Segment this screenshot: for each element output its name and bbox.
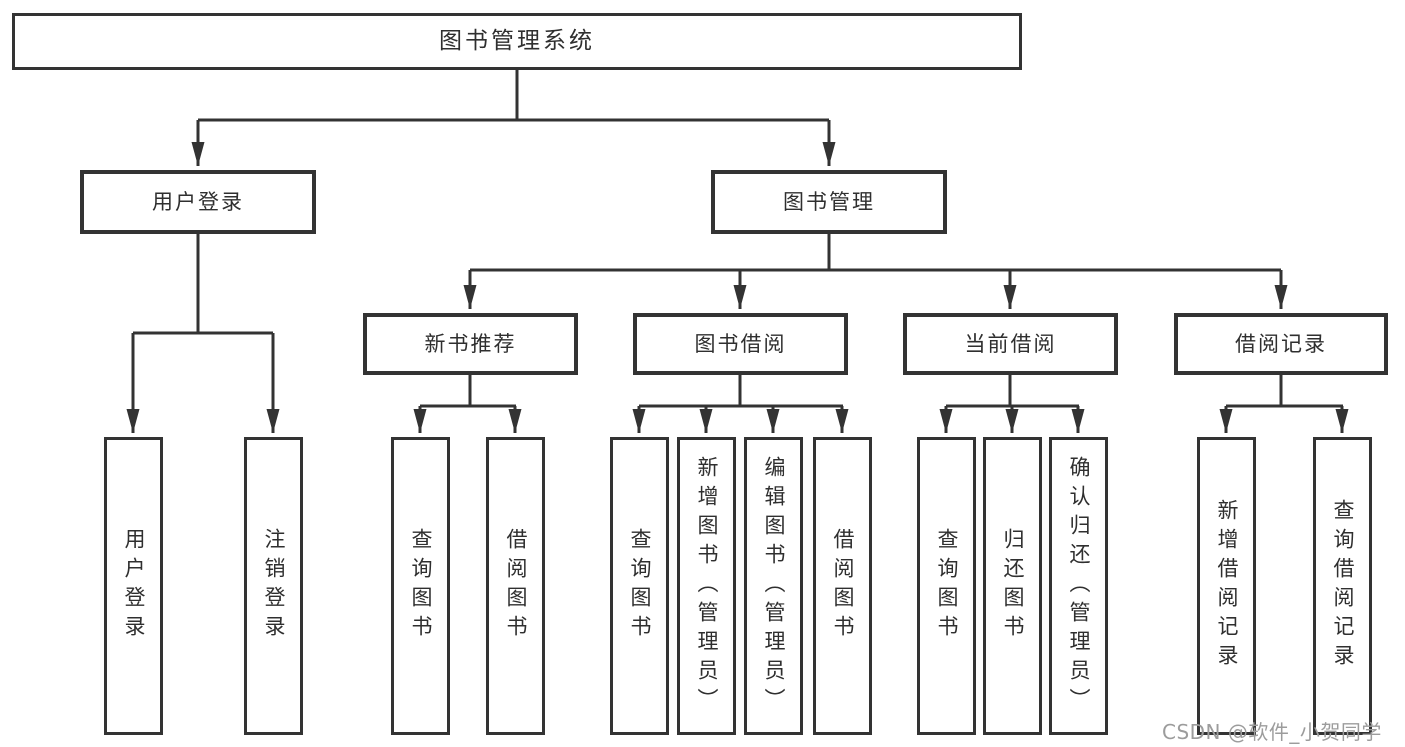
arrow-drops (126, 120, 1349, 433)
leaf-records-query-record: 查询借阅记录 (1313, 437, 1372, 735)
node-root-system: 图书管理系统 (12, 13, 1022, 70)
watermark: CSDN @软件_小贺同学 (1162, 720, 1382, 744)
leaf-borrow-add-books-admin: 新增图书（管理员） (677, 437, 736, 735)
leaf-current-return-books: 归还图书 (983, 437, 1042, 735)
leaf-logout: 注销登录 (244, 437, 303, 735)
leaf-current-confirm-return-admin: 确认归还（管理员） (1049, 437, 1108, 735)
node-borrow-records: 借阅记录 (1174, 313, 1388, 375)
node-current-borrow: 当前借阅 (903, 313, 1118, 375)
leaf-records-add-record: 新增借阅记录 (1197, 437, 1256, 735)
node-new-book-recommend: 新书推荐 (363, 313, 578, 375)
leaf-borrow-edit-books-admin: 编辑图书（管理员） (744, 437, 803, 735)
node-book-borrow: 图书借阅 (633, 313, 848, 375)
leaf-current-query-books: 查询图书 (917, 437, 976, 735)
leaf-recommend-query-books: 查询图书 (391, 437, 450, 735)
leaf-user-login: 用户登录 (104, 437, 163, 735)
leaf-borrow-query-books: 查询图书 (610, 437, 669, 735)
node-user-login: 用户登录 (80, 170, 316, 234)
leaf-borrow-borrow-books: 借阅图书 (813, 437, 872, 735)
leaf-recommend-borrow-books: 借阅图书 (486, 437, 545, 735)
node-book-management: 图书管理 (711, 170, 947, 234)
